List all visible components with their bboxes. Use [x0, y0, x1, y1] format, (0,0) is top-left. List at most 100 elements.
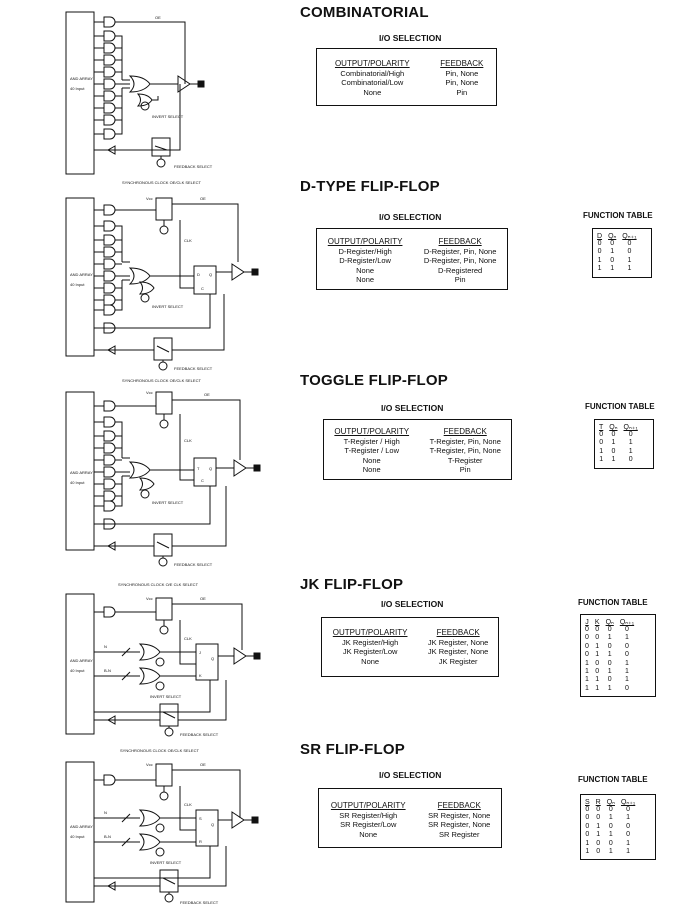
- sr-reg-pin-3: R: [199, 839, 202, 844]
- jk-io-heading: I/O SELECTION: [381, 599, 444, 609]
- sr-clk-label: CLK: [184, 802, 192, 807]
- d-type-reg-pin-3: C: [201, 286, 204, 291]
- jk-n-label: N: [104, 644, 107, 649]
- toggle-diagram: SYNCHRONOUS CLOCK OE/CLK SELECT Vcc OE C…: [65, 378, 261, 567]
- d-type-io-heading: I/O SELECTION: [379, 212, 442, 222]
- jk-diagram: SYNCHRONOUS CLOCK O/E CLK SELECT Vcc OE …: [65, 582, 261, 737]
- sr-diagram: SYNCHRONOUS CLOCK OE/CLK SELECT Vcc OE C…: [65, 748, 259, 905]
- d-type-diagram: SYNCHRONOUS CLOCK OE/CLK SELECT Vcc OE C…: [65, 180, 259, 371]
- jk-top-label: SYNCHRONOUS CLOCK O/E CLK SELECT: [118, 582, 199, 587]
- d-type-schematic: SYNCHRONOUS CLOCK OE/CLK SELECT Vcc OE C…: [60, 180, 275, 380]
- d-type-array-label: AND ARRAY: [70, 272, 93, 277]
- toggle-reg-pin-3: C: [201, 478, 204, 483]
- sr-vcc-label: Vcc: [146, 762, 153, 767]
- io-col-feedback: FEEDBACK: [436, 628, 480, 637]
- d-type-invert-label: INVERT SELECT: [152, 304, 184, 309]
- jk-array-label: AND ARRAY: [70, 658, 93, 663]
- jk-reg-pin-2: Q: [211, 656, 214, 661]
- toggle-invert-label: INVERT SELECT: [152, 500, 184, 505]
- combinatorial-input-label: 40 Input: [70, 86, 85, 91]
- toggle-clk-label: CLK: [184, 438, 192, 443]
- io-col-output: OUTPUT/POLARITY: [334, 427, 410, 436]
- sr-input-label: 40 Input: [70, 834, 85, 839]
- toggle-input-label: 40 Input: [70, 480, 85, 485]
- combinatorial-schematic: AND ARRAY 40 Input OE INVERT SELECT FEED…: [60, 10, 275, 180]
- sr-n-label: N: [104, 810, 107, 815]
- sr-invert-label: INVERT SELECT: [150, 860, 182, 865]
- io-col-output: OUTPUT/POLARITY: [327, 237, 403, 246]
- combinatorial-io-table: OUTPUT/POLARITY FEEDBACK Combinatorial/H…: [316, 48, 497, 106]
- sr-top-label: SYNCHRONOUS CLOCK OE/CLK SELECT: [120, 748, 199, 753]
- sr-io-heading: I/O SELECTION: [379, 770, 442, 780]
- sr-schematic: SYNCHRONOUS CLOCK OE/CLK SELECT Vcc OE C…: [60, 748, 275, 913]
- io-col-feedback: FEEDBACK: [437, 801, 481, 810]
- jk-feedback-label: FEEDBACK SELECT: [180, 732, 219, 737]
- jk-reg-pin-1: J: [199, 650, 201, 655]
- sr-bn-label: B-N: [104, 834, 111, 839]
- jk-ft-heading: FUNCTION TABLE: [578, 598, 648, 607]
- toggle-feedback-label: FEEDBACK SELECT: [174, 562, 213, 567]
- io-col-output: OUTPUT/POLARITY: [334, 59, 410, 68]
- sr-title: SR FLIP-FLOP: [300, 741, 405, 758]
- d-type-feedback-label: FEEDBACK SELECT: [174, 366, 213, 371]
- d-type-ft-heading: FUNCTION TABLE: [583, 211, 653, 220]
- io-col-feedback: FEEDBACK: [438, 237, 482, 246]
- toggle-top-label: SYNCHRONOUS CLOCK OE/CLK SELECT: [122, 378, 201, 383]
- toggle-io-table: OUTPUT/POLARITY FEEDBACK T-Register / Hi…: [323, 419, 512, 480]
- jk-bn-label: B-N: [104, 668, 111, 673]
- combinatorial-io-heading: I/O SELECTION: [379, 33, 442, 43]
- toggle-ft-heading: FUNCTION TABLE: [585, 402, 655, 411]
- sr-io-table: OUTPUT/POLARITY FEEDBACK SR Register/Hig…: [318, 788, 502, 848]
- d-type-clk-label: CLK: [184, 238, 192, 243]
- d-type-reg-pin-2: Q: [209, 272, 212, 277]
- toggle-title: TOGGLE FLIP-FLOP: [300, 372, 448, 389]
- sr-reg-pin-2: Q: [211, 822, 214, 827]
- d-type-title: D-TYPE FLIP-FLOP: [300, 178, 440, 195]
- combinatorial-feedback-label: FEEDBACK SELECT: [174, 164, 213, 169]
- jk-vcc-label: Vcc: [146, 596, 153, 601]
- sr-reg-pin-1: S: [199, 816, 202, 821]
- combinatorial-array-label: AND ARRAY: [70, 76, 93, 81]
- d-type-top-label: SYNCHRONOUS CLOCK OE/CLK SELECT: [122, 180, 201, 185]
- sr-feedback-label: FEEDBACK SELECT: [180, 900, 219, 905]
- jk-title: JK FLIP-FLOP: [300, 576, 404, 593]
- combinatorial-invert-label: INVERT SELECT: [152, 114, 184, 119]
- d-type-io-table: OUTPUT/POLARITY FEEDBACK D-Register/High…: [316, 228, 508, 290]
- jk-invert-label: INVERT SELECT: [150, 694, 182, 699]
- combinatorial-diagram: AND ARRAY 40 Input OE INVERT SELECT FEED…: [65, 11, 213, 175]
- d-type-oe-label: OE: [200, 196, 206, 201]
- combinatorial-title: COMBINATORIAL: [300, 4, 429, 21]
